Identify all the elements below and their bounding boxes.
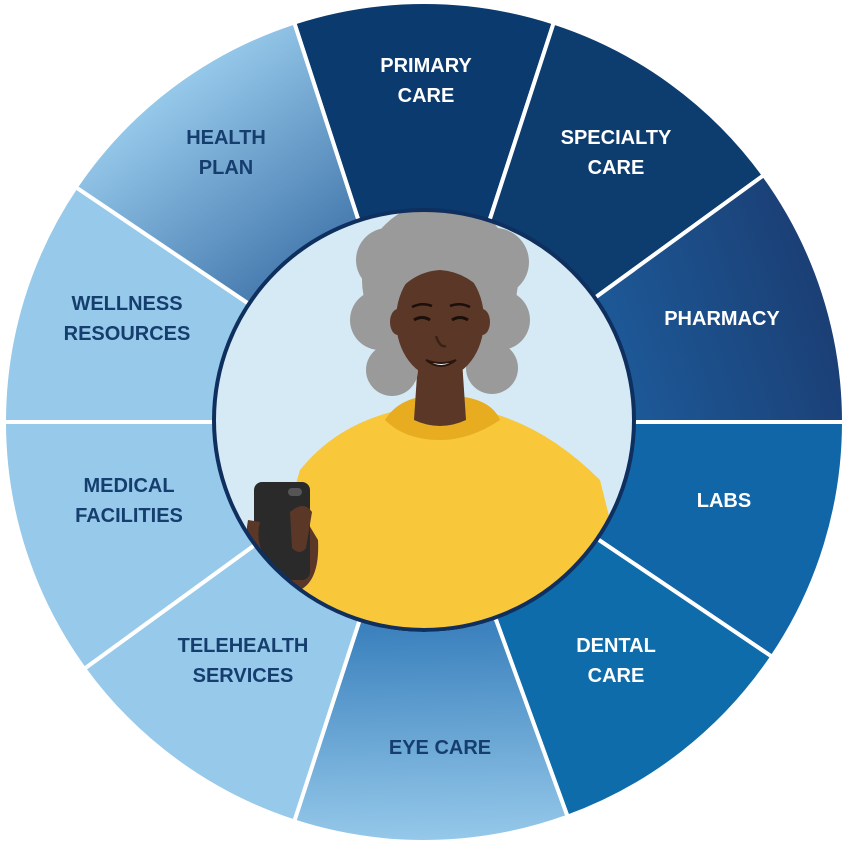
thumb-shape (290, 506, 312, 552)
segment-label-line: RESOURCES (64, 323, 191, 345)
nose (434, 335, 447, 348)
ear-right (474, 309, 490, 335)
segment-label-line: SERVICES (193, 665, 294, 687)
brow-left (411, 303, 433, 309)
segment-label-primary-care: PRIMARY CARE (380, 55, 472, 107)
phone-icon (254, 482, 310, 580)
segment-label-eye-care: EYE CARE (389, 737, 491, 759)
segment-label-line: SPECIALTY (561, 127, 672, 149)
segment-label-dental-care: DENTAL CARE (576, 635, 656, 687)
segment-label-line: HEALTH (186, 127, 266, 149)
segment-label-health-plan: HEALTH PLAN (186, 127, 266, 179)
segment-label-line: TELEHEALTH (178, 635, 309, 657)
segment-label-line: FACILITIES (75, 505, 183, 527)
person-avatar-icon (246, 210, 634, 630)
segment-label-specialty-care: SPECIALTY CARE (561, 127, 672, 179)
neck-shape (414, 360, 466, 426)
segment-label-wellness-resources: WELLNESS RESOURCES (64, 293, 191, 345)
segment-label-line: CARE (588, 665, 645, 687)
segment-label-line: EYE CARE (389, 737, 491, 759)
brow-right (449, 303, 471, 309)
face-shape (396, 262, 484, 378)
segment-label-pharmacy: PHARMACY (664, 308, 780, 330)
segment-label-line: LABS (697, 490, 751, 512)
segment-label-line: PRIMARY (380, 55, 472, 77)
segment-label-labs: LABS (697, 490, 751, 512)
segment-label-medical-facilities: MEDICAL FACILITIES (75, 475, 183, 527)
phone-camera (288, 488, 302, 496)
center-border (212, 208, 636, 632)
hair-fringe (392, 248, 490, 300)
center-portrait (212, 208, 636, 632)
smile (425, 359, 457, 367)
segment-label-line: CARE (398, 85, 455, 107)
segment-label-line: PLAN (199, 157, 253, 179)
segment-label-line: PHARMACY (664, 308, 780, 330)
segment-label-telehealth-services: TELEHEALTH SERVICES (178, 635, 309, 687)
segment-label-line: MEDICAL (83, 475, 174, 497)
ear-left (390, 309, 406, 335)
segment-label-line: CARE (588, 157, 645, 179)
segment-label-line: DENTAL (576, 635, 656, 657)
segment-label-line: WELLNESS (71, 293, 182, 315)
eye-right (451, 316, 469, 322)
eye-left (413, 316, 431, 322)
hoodie-shape (250, 408, 634, 630)
wheel-labels: PRIMARY CARE SPECIALTY CARE PHARMACY LABS DENT… (64, 55, 781, 759)
